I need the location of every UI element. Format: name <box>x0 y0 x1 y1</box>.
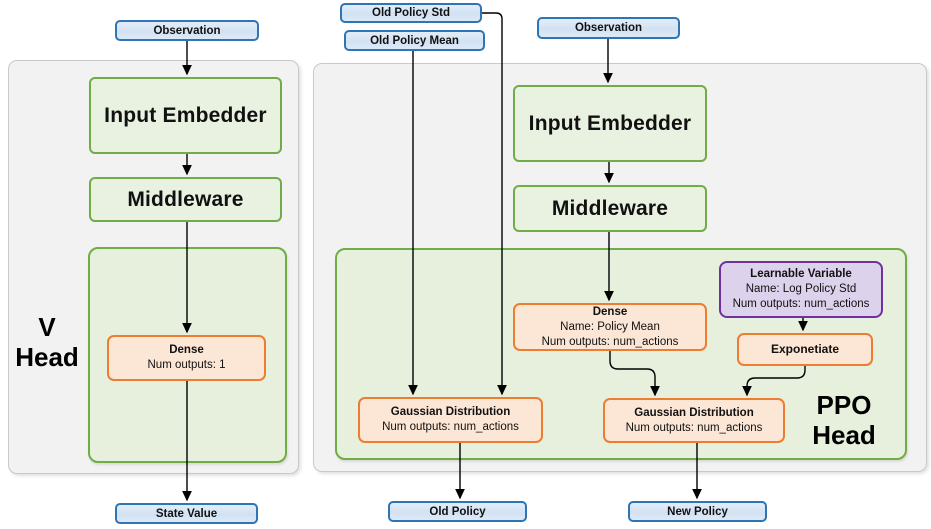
new-policy-label: New Policy <box>667 505 728 518</box>
gaussian-distribution-new-box: Gaussian Distribution Num outputs: num_a… <box>603 398 785 443</box>
old-policy-std-box: Old Policy Std <box>340 3 482 23</box>
old-policy-mean-box: Old Policy Mean <box>344 30 485 51</box>
ppo-dense-line1: Name: Policy Mean <box>560 320 660 333</box>
learnable-variable-box: Learnable Variable Name: Log Policy Std … <box>719 261 883 318</box>
learnable-variable-line1: Name: Log Policy Std <box>745 283 857 295</box>
new-policy-box: New Policy <box>628 501 767 522</box>
state-value-label: State Value <box>155 507 218 520</box>
state-value-box: State Value <box>115 503 258 524</box>
ppo-middleware-box: Middleware <box>513 185 707 232</box>
learnable-variable-line2: Num outputs: num_actions <box>732 298 870 310</box>
v-middleware-box: Middleware <box>89 177 282 222</box>
old-policy-std-label: Old Policy Std <box>372 7 450 19</box>
ppo-dense-title: Dense <box>592 305 628 318</box>
gaussian-new-line: Num outputs: num_actions <box>625 421 763 434</box>
ppo-head-label: PPO Head <box>799 390 889 450</box>
ppo-head-label-line1: PPO <box>816 390 872 420</box>
observation-right-box: Observation <box>537 17 680 39</box>
gaussian-old-title: Gaussian Distribution <box>390 406 511 418</box>
learnable-variable-title: Learnable Variable <box>750 268 852 280</box>
v-dense-line: Num outputs: 1 <box>147 359 226 371</box>
v-dense-box: Dense Num outputs: 1 <box>107 335 266 381</box>
v-head-label: V Head <box>8 312 86 372</box>
exponetiate-box: Exponetiate <box>737 333 873 366</box>
observation-left-box: Observation <box>115 20 259 41</box>
v-head-label-line2: Head <box>15 342 79 372</box>
ppo-middleware-label: Middleware <box>551 196 669 220</box>
v-input-embedder-box: Input Embedder <box>89 77 282 154</box>
v-head-label-line1: V <box>38 312 56 342</box>
v-input-embedder-label: Input Embedder <box>104 103 267 127</box>
ppo-dense-line2: Num outputs: num_actions <box>541 335 679 348</box>
exponetiate-label: Exponetiate <box>770 342 839 356</box>
observation-right-label: Observation <box>574 22 643 34</box>
ppo-head-label-line2: Head <box>812 420 876 450</box>
gaussian-old-line: Num outputs: num_actions <box>382 421 519 433</box>
ppo-input-embedder-box: Input Embedder <box>513 85 707 162</box>
gaussian-distribution-old-box: Gaussian Distribution Num outputs: num_a… <box>358 397 543 443</box>
old-policy-label: Old Policy <box>429 505 486 518</box>
old-policy-mean-label: Old Policy Mean <box>370 34 459 47</box>
ppo-input-embedder-label: Input Embedder <box>528 111 692 135</box>
v-middleware-label: Middleware <box>127 187 244 211</box>
old-policy-box: Old Policy <box>388 501 527 522</box>
gaussian-new-title: Gaussian Distribution <box>634 406 754 419</box>
v-dense-title: Dense <box>169 344 204 356</box>
ppo-dense-box: Dense Name: Policy Mean Num outputs: num… <box>513 303 707 351</box>
observation-left-label: Observation <box>153 24 221 37</box>
